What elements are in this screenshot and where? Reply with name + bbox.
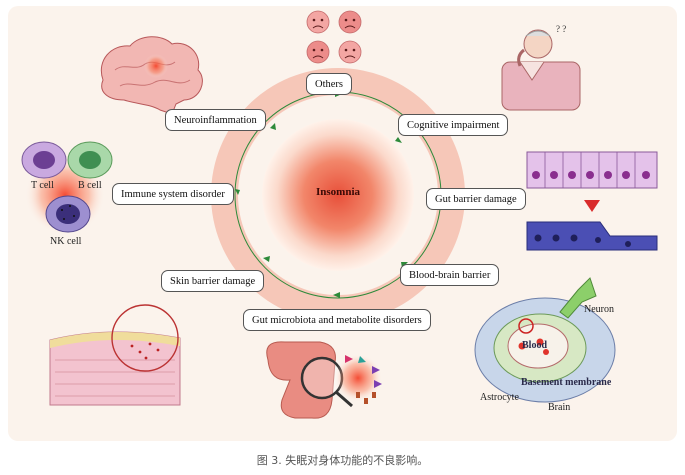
blood-vessel-icon xyxy=(474,277,616,403)
label-basement-membrane: Basement membrane xyxy=(521,377,612,388)
immune-cells-icon xyxy=(21,141,113,235)
label-blood: Blood xyxy=(522,340,548,351)
cycle-arrowhead xyxy=(270,123,276,130)
effect-gut-microbiota: Gut microbiota and metabolite disorders xyxy=(243,309,431,331)
label-nk-cell: NK cell xyxy=(50,236,82,247)
cycle-arrowhead xyxy=(395,137,402,143)
label-neuron: Neuron xyxy=(584,304,614,315)
label-astrocyte: Astrocyte xyxy=(480,392,519,403)
effect-immune-system-disorder: Immune system disorder xyxy=(112,183,234,205)
brain-icon xyxy=(100,36,203,115)
elderly-man-icon: ? ? xyxy=(501,24,581,111)
effect-skin-barrier-damage: Skin barrier damage xyxy=(161,270,265,292)
effect-cognitive-impairment: Cognitive impairment xyxy=(398,114,509,136)
question-marks: ? ? xyxy=(556,24,566,34)
sad-face-icon xyxy=(306,10,362,64)
label-b-cell: B cell xyxy=(78,180,102,191)
figure-caption: 图 3. 失眠对身体功能的不良影响。 xyxy=(256,454,429,467)
intestine-icon xyxy=(266,341,382,419)
cycle-arrowhead xyxy=(263,256,270,262)
insomnia-core xyxy=(262,119,414,271)
effect-gut-barrier-damage: Gut barrier damage xyxy=(426,188,526,210)
label-brain: Brain xyxy=(548,402,571,413)
cycle-arrowhead xyxy=(333,292,340,298)
label-t-cell: T cell xyxy=(31,180,54,191)
skin-layer-icon xyxy=(49,304,181,406)
effect-others: Others xyxy=(306,73,352,95)
effect-neuroinflammation: Neuroinflammation xyxy=(165,109,266,131)
cycle-arrowhead xyxy=(235,189,240,195)
insomnia-title: Insomnia xyxy=(315,186,361,198)
epithelium-icon xyxy=(526,151,658,251)
effect-blood-brain-barrier: Blood-brain barrier xyxy=(400,264,500,286)
